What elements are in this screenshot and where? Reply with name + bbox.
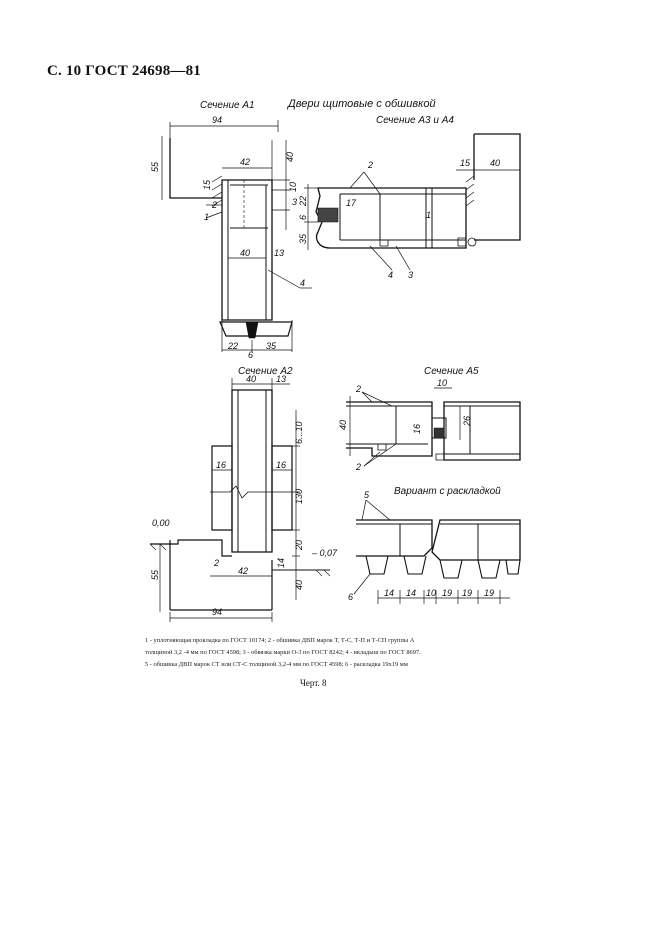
dim-a2-6-10: 6...10 [294, 421, 304, 444]
dim-a5-14b: 14 [406, 588, 416, 598]
dim-a2-2: 2 [213, 558, 219, 568]
dim-a2-55: 55 [150, 569, 160, 580]
dim-a2-16b: 16 [276, 460, 286, 470]
dim-a3-4: 4 [388, 270, 393, 280]
dim-a1-1: 1 [204, 212, 209, 222]
section-a2-drawing [150, 378, 330, 622]
dim-a1-10: 10 [288, 182, 298, 192]
dim-a3-15: 15 [460, 158, 471, 168]
dim-a5-10b: 10 [426, 588, 436, 598]
title-doors: Двери щитовые с обшивкой [286, 98, 436, 110]
dim-a2-16a: 16 [216, 460, 226, 470]
section-a5-drawing [346, 388, 520, 466]
dim-a2-13: 13 [276, 374, 286, 384]
dim-a1-3: 3 [292, 197, 297, 207]
dim-a3-2: 2 [367, 160, 373, 170]
dim-a3-6: 6 [298, 215, 308, 220]
dim-a2-m007: – 0,07 [311, 548, 338, 558]
dim-a1-2: 2 [211, 200, 217, 210]
caption-line-1: 1 - уплотняющая прокладка по ГОСТ 10174;… [145, 637, 415, 644]
title-section-a5: Сечение А5 [424, 366, 479, 377]
dim-a1-42: 42 [240, 157, 250, 167]
dim-a1-40: 40 [285, 152, 295, 162]
dim-a1-13: 13 [274, 248, 284, 258]
section-a3-a4-drawing [304, 134, 520, 270]
caption-line-3: 5 - обшивка ДВП марок СТ или СТ-С толщин… [145, 661, 408, 668]
dim-a1-40b: 40 [240, 248, 250, 258]
title-section-a2: Сечение А2 [238, 366, 293, 377]
page-header: С. 10 ГОСТ 24698—81 [47, 63, 201, 79]
dim-a3-40: 40 [490, 158, 500, 168]
figure-number: Черт. 8 [300, 678, 327, 688]
title-section-a3-a4: Сечение А3 и А4 [376, 115, 454, 126]
dim-a1-6: 6 [248, 350, 253, 360]
title-variant: Вариант с раскладкой [394, 486, 501, 497]
dim-a5-2b: 2 [355, 462, 361, 472]
title-section-a1: Сечение А1 [200, 100, 255, 111]
dim-a2-40b: 40 [294, 580, 304, 590]
dim-a5-6: 6 [348, 592, 353, 602]
dim-a2-40: 40 [246, 374, 256, 384]
figure-caption: 1 - уплотняющая прокладка по ГОСТ 10174;… [145, 635, 525, 671]
dim-a5-40: 40 [338, 420, 348, 430]
variant-drawing [354, 500, 520, 604]
dim-a5-16: 16 [412, 424, 422, 434]
dim-a1-15: 15 [202, 179, 212, 190]
dim-a1-94: 94 [212, 115, 222, 125]
dim-a2-20: 20 [294, 540, 304, 551]
caption-line-2: толщиной 3,2 -4 мм по ГОСТ 4598; 3 - обв… [145, 649, 421, 656]
dim-a3-1: 1 [426, 210, 431, 220]
dim-a2-42: 42 [238, 566, 248, 576]
dim-a1-4: 4 [300, 278, 305, 288]
dim-a5-26: 26 [462, 416, 472, 427]
dim-a3-22: 22 [298, 196, 308, 207]
dim-a5-10: 10 [437, 378, 447, 388]
dim-a5-14a: 14 [384, 588, 394, 598]
dim-a2-14: 14 [276, 558, 286, 568]
dim-a5-19b: 19 [462, 588, 472, 598]
dim-a1-35: 35 [266, 341, 277, 351]
dim-a5-19c: 19 [484, 588, 494, 598]
dim-a3-35: 35 [298, 233, 308, 244]
dim-a1-55: 55 [150, 161, 160, 172]
dim-a5-2a: 2 [355, 384, 361, 394]
dim-a5-5: 5 [364, 490, 370, 500]
dim-a3-17: 17 [346, 198, 357, 208]
dim-a2-000: 0,00 [152, 518, 170, 528]
dim-a5-19a: 19 [442, 588, 452, 598]
dim-a1-22: 22 [227, 341, 238, 351]
dim-a2-130: 130 [294, 489, 304, 504]
dim-a3-3: 3 [408, 270, 413, 280]
dim-a2-94: 94 [212, 607, 222, 617]
section-a1-drawing [162, 120, 312, 352]
